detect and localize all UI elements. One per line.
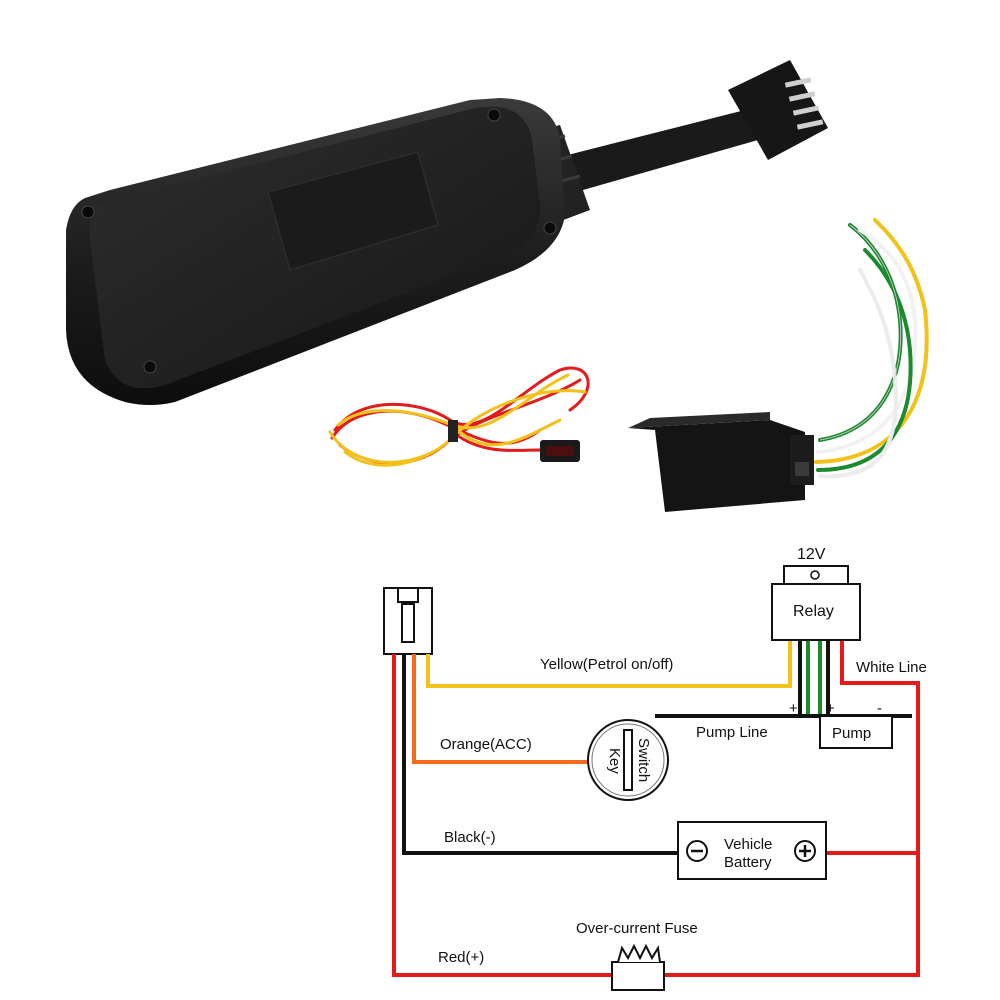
yellow-wire-label: Yellow(Petrol on/off) (540, 656, 673, 673)
white-line-label: White Line (856, 659, 927, 676)
vehicle-battery (677, 821, 827, 880)
key-label: Key (606, 748, 623, 774)
key-switch-icon (587, 719, 669, 801)
orange-wire-label: Orange(ACC) (440, 736, 532, 753)
orange-wire (412, 654, 590, 764)
relay-voltage-label: 12V (797, 546, 826, 563)
black-wire-label: Black(-) (444, 829, 496, 846)
gps-tracker-device (66, 60, 828, 405)
gps-plug-symbol (383, 587, 433, 655)
red-wire-right (664, 640, 920, 977)
vehicle-label: Vehicle (724, 836, 772, 853)
relay-plus-label-2: + (826, 700, 835, 717)
pump-line-label: Pump Line (696, 724, 768, 741)
fuse-icon (611, 943, 665, 991)
pump-minus-label: - (877, 700, 882, 717)
device-label-recess (267, 151, 439, 271)
screw-icons (81, 108, 557, 374)
pump-box (819, 715, 893, 749)
red-wire-label: Red(+) (438, 949, 484, 966)
battery-label: Battery (724, 854, 772, 871)
fuse-label: Over-current Fuse (576, 920, 698, 937)
power-harness (328, 366, 590, 467)
switch-label: Switch (635, 738, 652, 782)
yellow-wire (426, 640, 792, 688)
wiring-diagram: 12V Relay Yellow(Petrol on/off) White Li… (383, 546, 927, 991)
relay-box (771, 565, 861, 641)
red-wire-left (392, 654, 612, 977)
device-cable (548, 110, 758, 196)
relay-photo (628, 218, 929, 512)
pump-label: Pump (832, 725, 871, 742)
relay-plus-label-1: + (789, 700, 798, 717)
black-wire (402, 654, 678, 855)
device-connector (728, 60, 828, 160)
relay-label: Relay (793, 603, 834, 620)
